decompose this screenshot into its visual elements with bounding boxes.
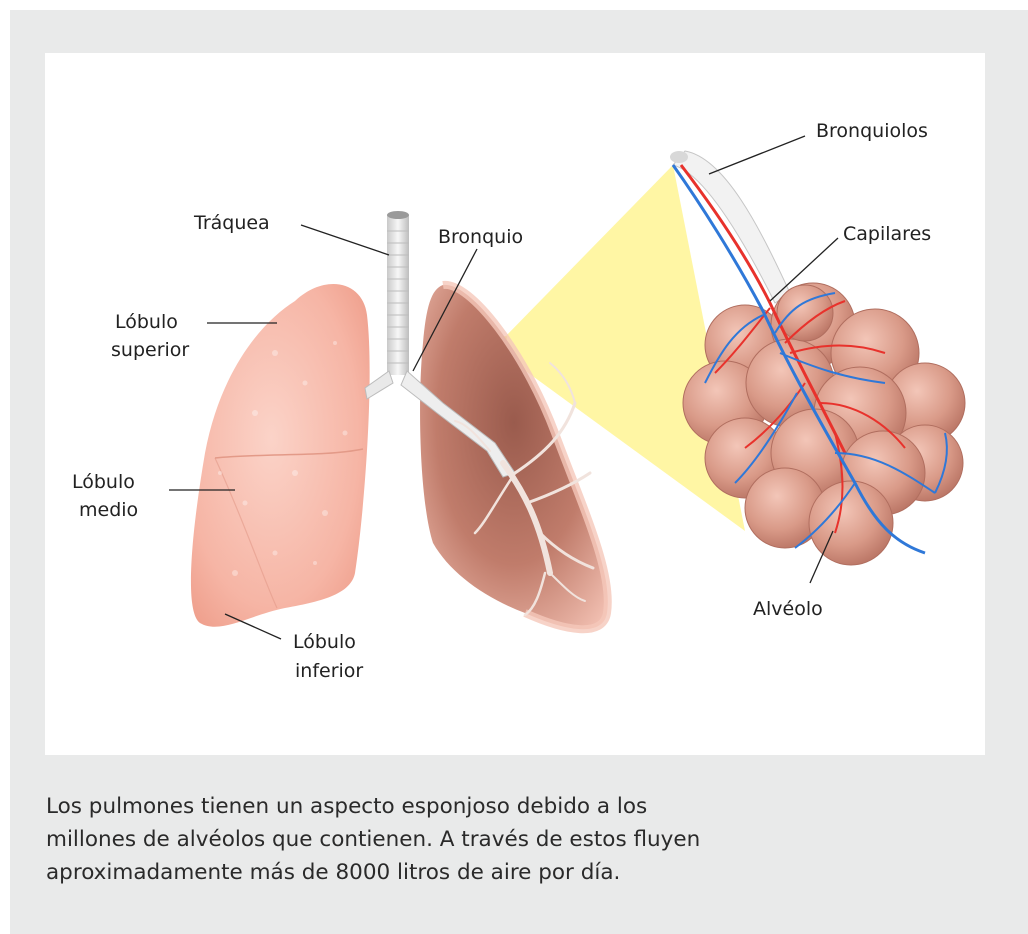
lung-diagram: Tráquea Bronquio Lóbulo superior Lóbulo …: [45, 53, 985, 755]
caption: Los pulmones tienen un aspecto esponjoso…: [46, 790, 946, 889]
leader-lobulo-inferior: [225, 614, 281, 639]
label-lobulo-superior-2: superior: [111, 338, 189, 362]
label-bronquiolos: Bronquiolos: [816, 119, 928, 143]
label-capilares: Capilares: [843, 222, 931, 246]
leader-traquea: [301, 225, 389, 255]
label-bronquio: Bronquio: [438, 225, 523, 249]
caption-line-3: aproximadamente más de 8000 litros de ai…: [46, 856, 946, 889]
label-lobulo-superior-1: Lóbulo: [115, 310, 178, 334]
lung-illustration: [45, 53, 985, 755]
label-alveolo: Alvéolo: [753, 597, 823, 621]
caption-line-1: Los pulmones tienen un aspecto esponjoso…: [46, 790, 946, 823]
bronchiole-opening: [670, 151, 688, 163]
label-lobulo-inferior-1: Lóbulo: [293, 630, 356, 654]
caption-line-2: millones de alvéolos que contienen. A tr…: [46, 823, 946, 856]
trachea-top: [387, 211, 409, 219]
label-lobulo-medio-1: Lóbulo: [72, 470, 135, 494]
leader-bronquiolos: [709, 136, 805, 174]
label-traquea: Tráquea: [194, 211, 270, 235]
label-lobulo-medio-2: medio: [79, 498, 138, 522]
label-lobulo-inferior-2: inferior: [295, 659, 363, 683]
